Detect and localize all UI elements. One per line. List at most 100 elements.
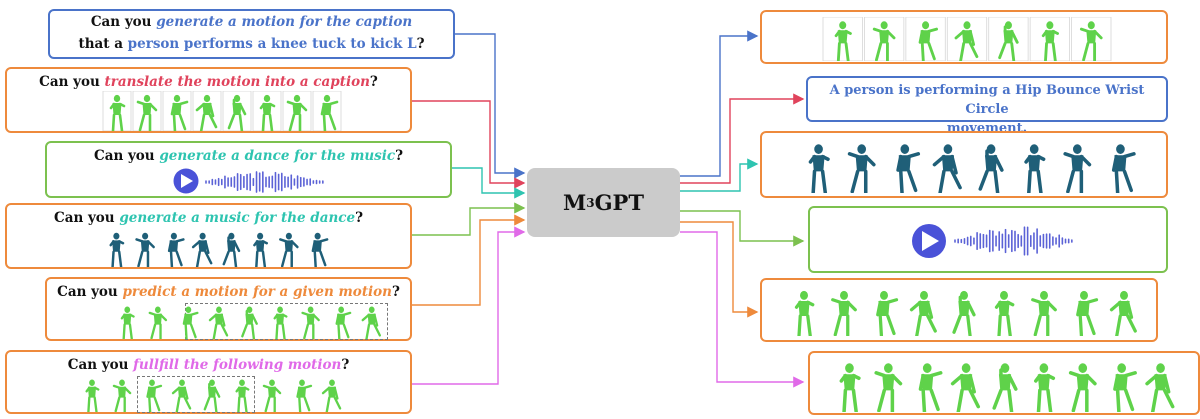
motion-frame — [235, 379, 250, 414]
motion-frame — [296, 379, 313, 415]
motion-frame — [1068, 363, 1097, 416]
motion-frame — [102, 90, 132, 133]
input-a2d-highlight: generate a dance for the music — [159, 148, 396, 164]
arrow-m2t-out — [680, 93, 805, 184]
motion-frame — [241, 306, 258, 342]
input-m2t-post: ? — [369, 74, 378, 90]
play-icon — [173, 168, 199, 194]
motion-frame — [112, 379, 132, 415]
motion-frame — [822, 16, 863, 63]
output-inb-motion-strip — [830, 358, 1180, 416]
input-pred-motion-strip — [112, 303, 387, 342]
motion-frame — [222, 90, 252, 134]
input-d2a-dance-strip — [102, 229, 332, 270]
motion-frame — [864, 16, 905, 64]
motion-frame — [262, 379, 282, 415]
motion-frame — [950, 363, 981, 416]
motion-frame — [171, 379, 192, 415]
input-t2m-line2-pre: that a — [78, 36, 128, 52]
output-a2d-dance-strip — [797, 139, 1142, 197]
motion-frames — [120, 306, 381, 342]
input-d2a-question: Can you generate a music for the dance? — [7, 210, 410, 226]
motion-frames — [794, 290, 1137, 339]
input-d2a-post: ? — [355, 210, 364, 226]
output-caption-line1: A person is performing a Hip Bounce Wris… — [829, 83, 1145, 117]
motion-frame — [361, 306, 381, 342]
model-name-suffix: GPT — [594, 190, 644, 215]
input-pred-pre: Can you — [57, 284, 123, 300]
arrow-inb-out — [680, 231, 805, 388]
motion-frame — [109, 232, 125, 269]
input-a2d-box: Can you generate a dance for the music? — [45, 141, 452, 198]
motion-frame — [831, 290, 857, 339]
motion-frame — [203, 379, 221, 415]
motion-frame — [839, 363, 861, 414]
output-t2m-box — [760, 10, 1168, 64]
input-pred-question: Can you predict a motion for a given mot… — [47, 284, 410, 300]
motion-frame — [994, 290, 1015, 338]
motion-frame — [222, 232, 241, 270]
input-a2d-question: Can you generate a dance for the music? — [47, 148, 450, 164]
motion-frame — [253, 232, 269, 269]
input-t2m-line2: that a person performs a knee tuck to ki… — [50, 36, 453, 52]
motion-frame — [167, 232, 185, 270]
input-inb-pre: Can you — [67, 357, 134, 373]
motion-frame — [208, 306, 229, 342]
input-t2m-line1: Can you generate a motion for the captio… — [50, 14, 453, 30]
input-pred-box: Can you predict a motion for a given mot… — [45, 277, 412, 342]
motion-frame — [946, 16, 988, 64]
arrow-inb-in — [412, 226, 526, 385]
motion-frame — [988, 16, 1029, 64]
input-a2d-post: ? — [395, 148, 404, 164]
motion-frame — [909, 290, 937, 339]
output-inb-box — [808, 351, 1200, 416]
output-pred-box — [760, 278, 1158, 342]
arrow-t2m-out — [680, 30, 759, 177]
input-m2t-box: Can you translate the motion into a capt… — [5, 67, 412, 134]
input-t2m-box: Can you generate a motion for the captio… — [48, 9, 455, 59]
motion-frame — [135, 232, 155, 270]
arrow-d2a-out — [680, 210, 805, 247]
input-inb-motion-strip — [77, 376, 347, 415]
motion-frame — [311, 232, 329, 270]
input-m2t-question: Can you translate the motion into a capt… — [7, 74, 410, 90]
motion-frame — [794, 290, 815, 338]
input-t2m-highlight: generate a motion for the caption — [156, 14, 413, 30]
output-t2m-motion-strip — [822, 16, 1112, 64]
motion-frames — [822, 16, 1112, 64]
motion-frame — [952, 290, 976, 339]
motion-frame — [321, 379, 342, 415]
output-a2d-box — [760, 131, 1168, 198]
motion-frame — [252, 90, 282, 133]
input-d2a-pre: Can you — [53, 210, 120, 226]
output-caption: A person is performing a Hip Bounce Wris… — [808, 81, 1166, 138]
model-name-sup: 3 — [586, 195, 595, 210]
motion-frame — [905, 16, 946, 64]
motion-frames — [85, 379, 342, 415]
motion-frame — [1111, 144, 1136, 197]
input-inb-question: Can you fullfill the following motion? — [7, 357, 410, 373]
motion-frame — [335, 306, 352, 342]
motion-frame — [1029, 16, 1070, 63]
motion-frame — [282, 90, 312, 134]
arrow-t2m-in — [455, 33, 526, 179]
input-m2t-motion-strip — [102, 90, 342, 134]
arrow-a2d-out — [680, 158, 759, 192]
motion-frame — [896, 144, 921, 197]
input-d2a-highlight: generate a music for the dance — [119, 210, 356, 226]
motion-frame — [85, 379, 100, 414]
output-d2a-audio — [912, 224, 1073, 258]
motion-frame — [876, 290, 899, 339]
motion-frame — [182, 306, 199, 342]
motion-frame — [1024, 144, 1046, 195]
motion-frame — [148, 306, 168, 342]
motion-frame — [1113, 363, 1137, 416]
motion-frame — [1063, 144, 1092, 197]
input-inb-box: Can you fullfill the following motion? — [5, 350, 412, 415]
motion-frame — [918, 363, 943, 416]
input-t2m-line2-highlight: person performs a knee tuck to kick L — [127, 36, 417, 52]
audio-waveform — [954, 226, 1073, 256]
motion-frames — [808, 144, 1136, 197]
motion-frame — [808, 144, 830, 195]
